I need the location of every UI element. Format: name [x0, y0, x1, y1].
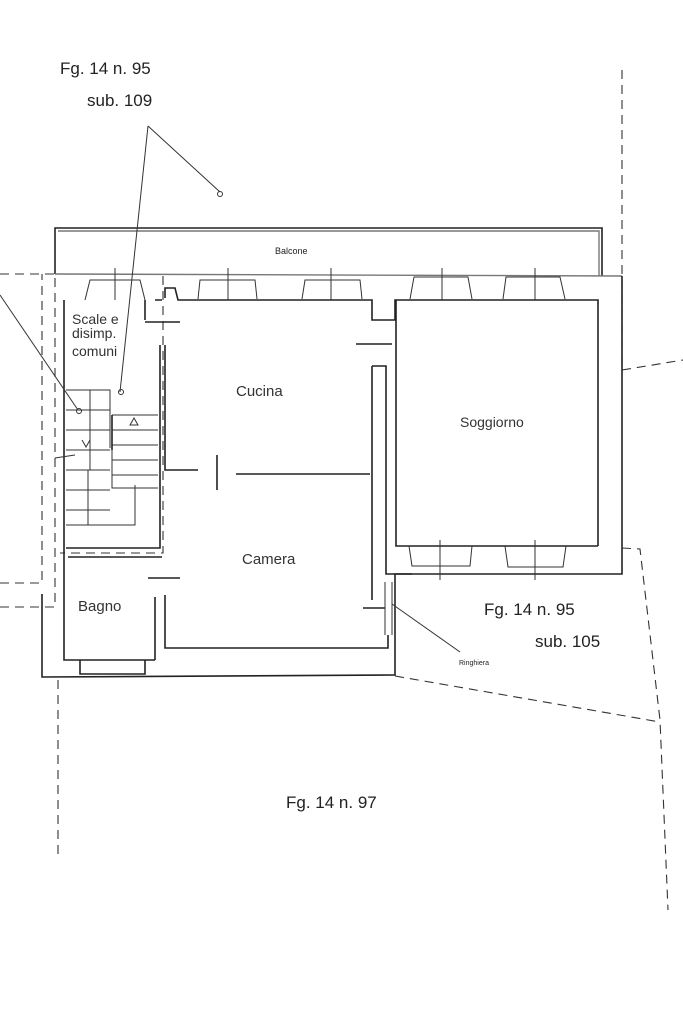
- balcone-outline: [54, 227, 623, 277]
- room-label-camera: Camera: [242, 551, 296, 568]
- windows-bottom: [408, 540, 567, 580]
- parcel-right-line2: sub. 105: [535, 632, 600, 651]
- windows-top: [84, 268, 599, 546]
- parcel-boundaries: [0, 70, 683, 911]
- room-label-cucina: Cucina: [236, 383, 283, 400]
- label-ringhiera: Ringhiera: [459, 660, 489, 667]
- room-label-scale-1: Scale e: [72, 311, 119, 327]
- room-label-soggiorno: Soggiorno: [460, 414, 524, 430]
- exterior-walls: [41, 276, 623, 678]
- parcel-right-line1: Fg. 14 n. 95: [484, 600, 575, 619]
- parcel-top-line2: sub. 109: [87, 91, 152, 110]
- parcel-bottom-line1: Fg. 14 n. 97: [286, 793, 377, 812]
- parcel-top-line1: Fg. 14 n. 95: [60, 59, 151, 78]
- room-label-bagno: Bagno: [78, 598, 121, 615]
- room-label-balcone: Balcone: [275, 246, 308, 256]
- leader-lines: [0, 125, 461, 653]
- room-label-scale-2: disimp.: [72, 325, 116, 341]
- staircase: [54, 389, 158, 526]
- interior-walls: [66, 299, 598, 660]
- room-label-scale-3: comuni: [72, 343, 117, 359]
